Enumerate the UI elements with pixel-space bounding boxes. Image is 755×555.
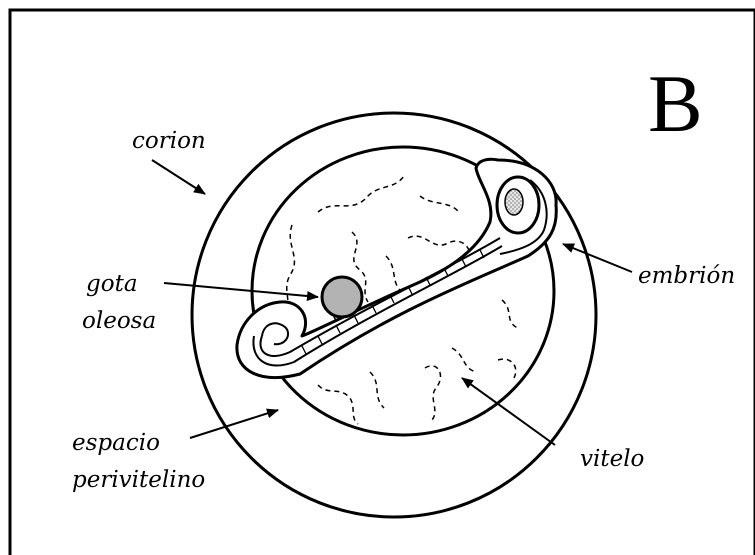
embryo-eye-lens [505, 189, 523, 215]
panel-letter: B [648, 58, 703, 149]
label-embrion: embrión [638, 263, 735, 289]
label-corion: corion [132, 128, 206, 154]
oil-globule [322, 277, 362, 317]
corion-arrow [152, 160, 205, 194]
embrion-arrow [563, 244, 632, 272]
label-vitelo: vitelo [580, 446, 644, 472]
label-espacio-line1: espacio [72, 430, 160, 456]
label-gota-line1: gota [86, 271, 138, 297]
label-gota-line2: oleosa [82, 308, 156, 334]
label-espacio-line2: perivitelino [72, 467, 205, 493]
espacio-arrow [190, 410, 278, 438]
